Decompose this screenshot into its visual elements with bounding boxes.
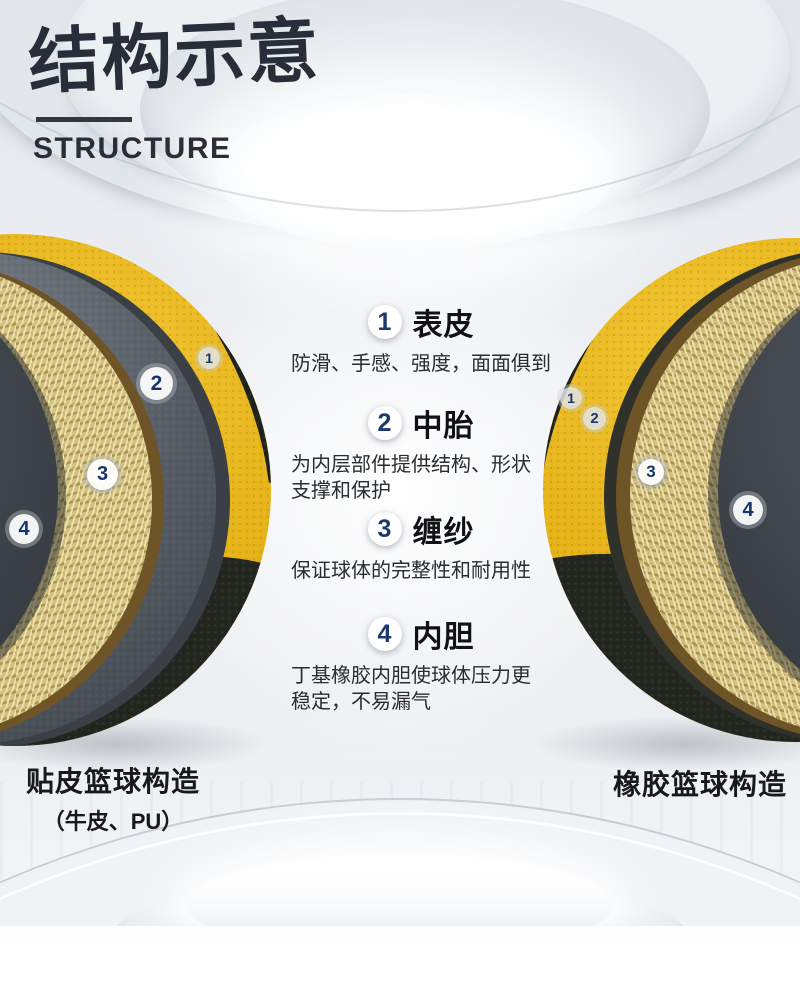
floor-curve-highlight <box>0 812 800 984</box>
caption-subtext: （牛皮、PU） <box>42 809 184 834</box>
left-layer-marker-2: 2 <box>140 367 173 400</box>
caption-text: 橡胶篮球构造 <box>612 769 787 800</box>
page-subtitle: STRUCTURE <box>33 132 232 165</box>
bottom-white-strip <box>0 926 800 984</box>
right-ball-caption: 橡胶篮球构造 <box>597 763 800 803</box>
legend-name: 内胆 <box>412 621 475 654</box>
podium-upper-tier <box>188 854 612 934</box>
title-divider <box>36 117 132 122</box>
left-layer-marker-4: 4 <box>9 514 39 544</box>
desc-line: 丁基橡胶内胆使球体压力更 <box>291 665 531 687</box>
left-layer-marker-1: 1 <box>198 347 220 369</box>
number-badge-icon: 4 <box>367 617 402 651</box>
number-badge-icon: 3 <box>367 512 402 546</box>
legend-head: 3 缠纱 <box>285 507 557 551</box>
number-badge-icon: 2 <box>367 406 402 440</box>
left-layer-marker-3: 3 <box>87 459 118 490</box>
left-ball-graphic <box>0 234 271 746</box>
left-ball-cutaway <box>0 228 300 752</box>
caption-text: 贴皮篮球构造 <box>25 766 200 797</box>
legend-name: 表皮 <box>412 309 475 342</box>
right-layer-marker-4: 4 <box>733 495 763 525</box>
right-layer-marker-2: 2 <box>583 407 606 430</box>
desc-line: 支撑和保护 <box>291 480 391 502</box>
legend-item-winding: 3 缠纱 保证球体的完整性和耐用性 <box>285 507 557 584</box>
legend-item-bladder: 4 内胆 丁基橡胶内胆使球体压力更 稳定，不易漏气 <box>285 612 557 715</box>
title-block: 结构示意 STRUCTURE <box>27 11 322 166</box>
page-title: 结构示意 <box>26 11 322 103</box>
legend-head: 4 内胆 <box>285 612 557 656</box>
legend-desc: 丁基橡胶内胆使球体压力更 稳定，不易漏气 <box>285 663 557 715</box>
left-ball-caption: 贴皮篮球构造 （牛皮、PU） <box>15 760 211 836</box>
legend-head: 1 表皮 <box>285 300 557 344</box>
legend-name: 缠纱 <box>412 516 475 549</box>
number-badge-icon: 1 <box>367 305 402 339</box>
right-layer-marker-1: 1 <box>560 387 582 409</box>
legend-desc: 防滑、手感、强度，面面俱到 <box>285 351 557 377</box>
legend-name: 中胎 <box>412 410 475 443</box>
legend-head: 2 中胎 <box>285 401 557 445</box>
desc-line: 防滑、手感、强度，面面俱到 <box>291 353 551 375</box>
ceiling-edge-arc <box>0 0 800 212</box>
legend-desc: 为内层部件提供结构、形状 支撑和保护 <box>285 452 557 504</box>
desc-line: 为内层部件提供结构、形状 <box>291 454 531 476</box>
legend-desc: 保证球体的完整性和耐用性 <box>285 558 557 584</box>
right-ball-cutaway <box>500 228 800 752</box>
right-layer-marker-3: 3 <box>638 459 664 485</box>
legend-item-surface: 1 表皮 防滑、手感、强度，面面俱到 <box>285 300 557 377</box>
desc-line: 稳定，不易漏气 <box>291 691 431 713</box>
legend-item-carcass: 2 中胎 为内层部件提供结构、形状 支撑和保护 <box>285 401 557 504</box>
desc-line: 保证球体的完整性和耐用性 <box>291 560 531 582</box>
right-ball-graphic <box>543 238 800 742</box>
